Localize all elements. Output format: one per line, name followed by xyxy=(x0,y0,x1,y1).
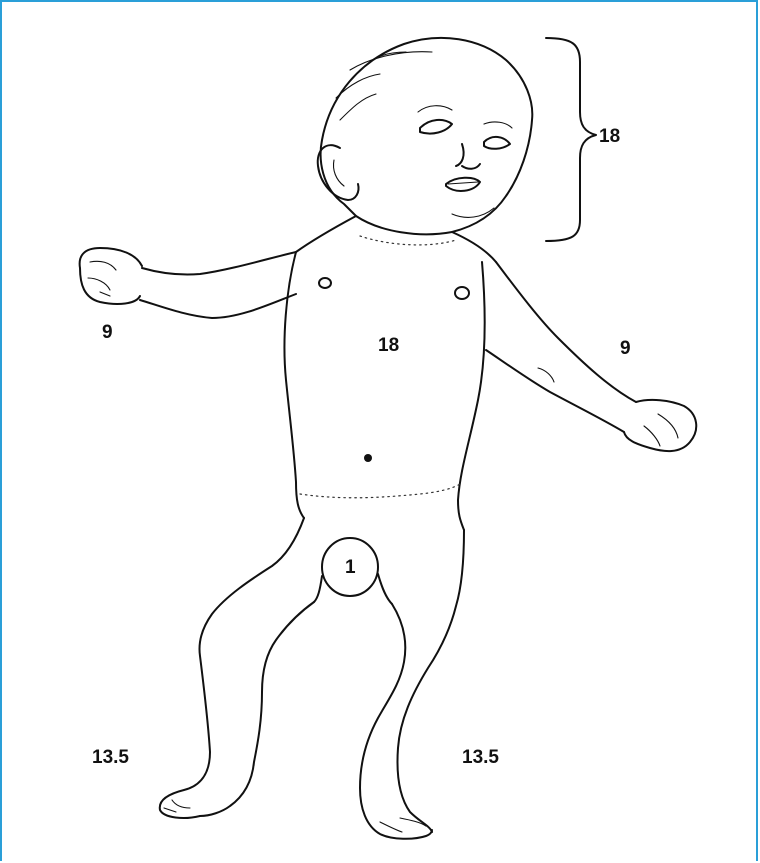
right-leg-percent-label: 13.5 xyxy=(462,748,499,767)
head-percent-label: 18 xyxy=(599,127,620,146)
head-bracket xyxy=(546,38,596,241)
left-arm-percent-label: 9 xyxy=(102,323,113,342)
right-arm-percent-label: 9 xyxy=(620,339,631,358)
trunk-percent-label: 18 xyxy=(378,336,399,355)
torso-outline xyxy=(284,216,496,530)
right-arm-outline xyxy=(486,262,696,451)
left-leg-outline xyxy=(160,518,314,818)
left-leg-percent-label: 13.5 xyxy=(92,748,129,767)
left-arm-outline xyxy=(80,248,296,318)
genitalia-percent-label: 1 xyxy=(345,558,356,577)
head-outline xyxy=(318,38,533,234)
